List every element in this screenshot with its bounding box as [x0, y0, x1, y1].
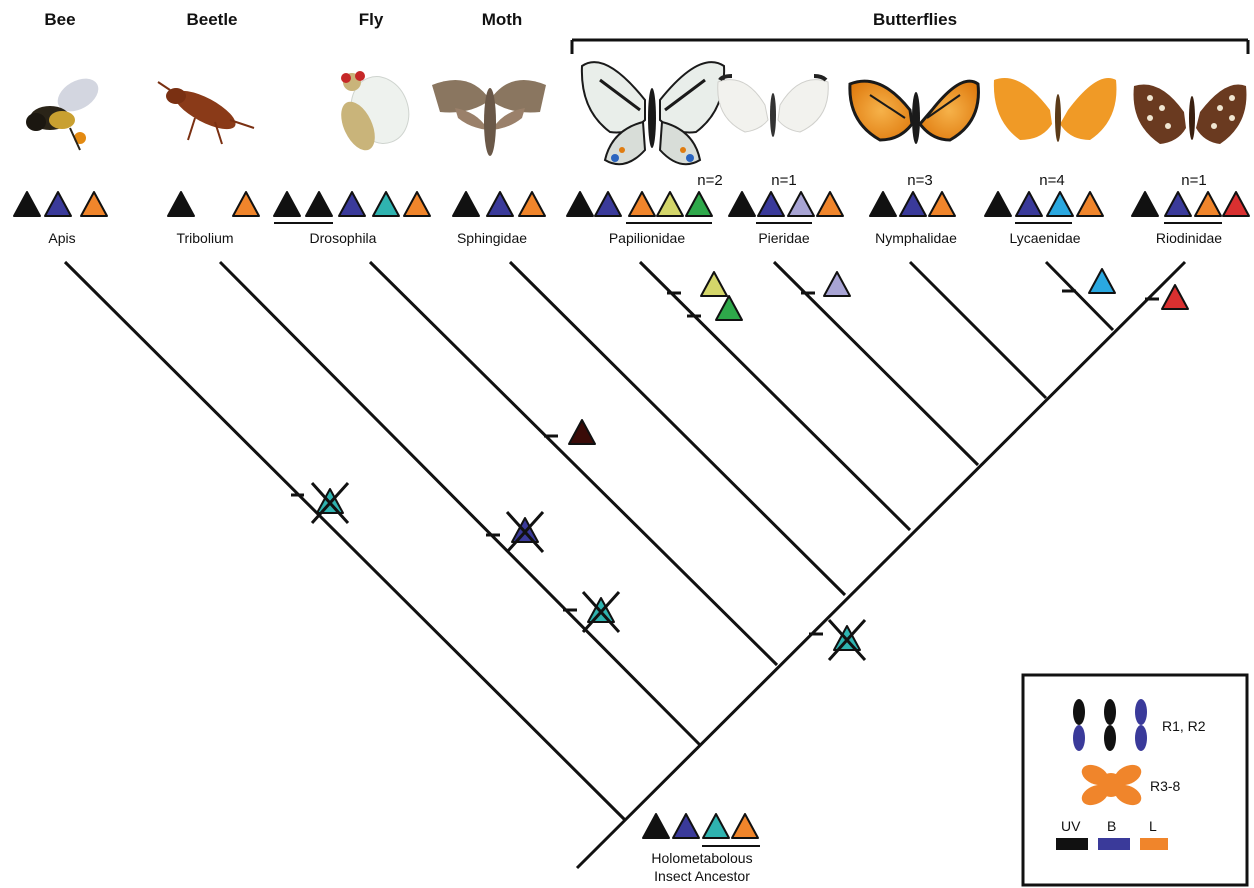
- count-lycaenidae: n=4: [1039, 172, 1065, 189]
- opsin-triangle-papilionidae-uv: [566, 191, 594, 217]
- beetle-image: [157, 81, 255, 145]
- tree-branches: [63, 260, 1187, 870]
- moth-image: [432, 80, 546, 156]
- opsin-triangle-papilionidae-l: [628, 191, 656, 217]
- bee-image: [26, 78, 99, 151]
- metalmark-image: [1133, 84, 1247, 144]
- opsin-triangle-pieridae-lav: [787, 191, 815, 217]
- ancestor-line1: Holometabolous: [651, 850, 753, 866]
- header-moth: Moth: [481, 10, 523, 29]
- opsin-triangle-pieridae-b: [757, 191, 785, 217]
- header-beetle: Beetle: [186, 10, 238, 29]
- opsin-triangle-gain-yg: [700, 271, 728, 297]
- opsin-triangle-gain-cyan: [1088, 268, 1116, 294]
- opsin-triangle-lycaenidae-b: [1015, 191, 1043, 217]
- label-sphingidae: Sphingidae: [456, 230, 528, 246]
- label-riodinidae: Riodinidae: [1155, 230, 1223, 246]
- legend-r38-label: R3-8: [1150, 778, 1181, 794]
- opsin-triangle-ancestor-teal: [702, 813, 730, 839]
- pierid-image: [717, 74, 829, 137]
- label-lycaenidae: Lycaenidae: [1009, 230, 1081, 246]
- count-pieridae: n=1: [771, 172, 797, 189]
- r12-photoreceptor-icons: [1073, 699, 1147, 751]
- opsin-triangle-drosophila-uv1: [273, 191, 301, 217]
- opsin-triangle-drosophila-l: [403, 191, 431, 217]
- legend-b-label: B: [1107, 818, 1117, 834]
- swallowtail-image: [580, 61, 726, 166]
- label-papilionidae: Papilionidae: [608, 230, 686, 246]
- opsin-triangle-apis-l: [80, 191, 108, 217]
- opsin-triangle-drosophila-teal: [372, 191, 400, 217]
- opsin-triangle-drosophila-b: [338, 191, 366, 217]
- b-legend-swatch: [1098, 838, 1130, 850]
- opsin-triangle-tribolium-uv: [167, 191, 195, 217]
- opsin-triangle-loss-teal-beetle: [581, 590, 621, 634]
- label-pieridae: Pieridae: [758, 230, 810, 246]
- butterflies-bracket: [570, 38, 1250, 54]
- opsin-triangle-riodinidae-b: [1164, 191, 1192, 217]
- count-papilionidae: n=2: [697, 172, 723, 189]
- opsin-triangle-riodinidae-red: [1222, 191, 1250, 217]
- label-apis: Apis: [48, 230, 76, 246]
- opsin-triangle-ancestor-b: [672, 813, 700, 839]
- header-bee: Bee: [44, 10, 76, 29]
- triangle-underlines: [274, 222, 1222, 847]
- opsin-triangle-gain-uv-moth: [568, 419, 596, 445]
- opsin-triangle-lycaenidae-uv: [984, 191, 1012, 217]
- opsin-triangle-apis-b: [44, 191, 72, 217]
- r38-photoreceptor-icon: [1081, 764, 1142, 806]
- opsin-triangle-drosophila-uv2: [305, 191, 333, 217]
- opsin-triangle-nymphalidae-b: [899, 191, 927, 217]
- opsin-triangle-nymphalidae-l: [928, 191, 956, 217]
- count-riodinidae: n=1: [1181, 172, 1207, 189]
- opsin-triangle-loss-teal-lep: [827, 618, 867, 662]
- uv-legend-swatch: [1056, 838, 1088, 850]
- header-butterflies: Butterflies: [872, 10, 958, 29]
- opsin-triangle-loss-teal-bee: [310, 481, 350, 525]
- opsin-triangle-pieridae-l: [816, 191, 844, 217]
- opsin-triangle-papilionidae-g: [685, 191, 713, 217]
- l-legend-swatch: [1140, 838, 1168, 850]
- opsin-triangle-sphingidae-b: [486, 191, 514, 217]
- legend-r12-label: R1, R2: [1162, 718, 1206, 734]
- opsin-triangle-riodinidae-uv: [1131, 191, 1159, 217]
- legend-box: [1021, 673, 1249, 887]
- opsin-triangle-ancestor-l: [731, 813, 759, 839]
- opsin-triangle-lycaenidae-l: [1076, 191, 1104, 217]
- opsin-triangle-lycaenidae-cyan: [1046, 191, 1074, 217]
- opsin-triangle-papilionidae-b: [594, 191, 622, 217]
- label-tribolium: Tribolium: [176, 230, 234, 246]
- opsin-triangle-gain-red: [1161, 284, 1189, 310]
- opsin-triangle-gain-g: [715, 295, 743, 321]
- opsin-triangle-ancestor-uv: [642, 813, 670, 839]
- opsin-triangle-sphingidae-l: [518, 191, 546, 217]
- count-nymphalidae: n=3: [907, 172, 933, 189]
- header-fly: Fly: [358, 10, 384, 29]
- opsin-triangle-papilionidae-yg: [656, 191, 684, 217]
- label-nymphalidae: Nymphalidae: [875, 230, 957, 246]
- opsin-triangle-sphingidae-uv: [452, 191, 480, 217]
- opsin-triangle-gain-lav: [823, 271, 851, 297]
- opsin-triangle-tribolium-l: [232, 191, 260, 217]
- ancestor-label: Holometabolous Insect Ancestor: [612, 849, 792, 885]
- monarch-image: [848, 79, 980, 144]
- opsin-triangle-pieridae-uv: [728, 191, 756, 217]
- opsin-triangle-apis-uv: [13, 191, 41, 217]
- legend-uv-label: UV: [1061, 818, 1081, 834]
- opsin-triangles: [13, 191, 1250, 839]
- legend-l-label: L: [1149, 818, 1157, 834]
- label-drosophila: Drosophila: [309, 230, 377, 246]
- ancestor-line2: Insect Ancestor: [654, 868, 750, 884]
- branch-ticks: [291, 289, 1159, 636]
- copper-image: [993, 78, 1117, 142]
- opsin-triangle-loss-b-beetle: [505, 510, 545, 554]
- opsin-triangle-riodinidae-l: [1194, 191, 1222, 217]
- opsin-triangle-nymphalidae-uv: [869, 191, 897, 217]
- fly-image: [341, 71, 410, 151]
